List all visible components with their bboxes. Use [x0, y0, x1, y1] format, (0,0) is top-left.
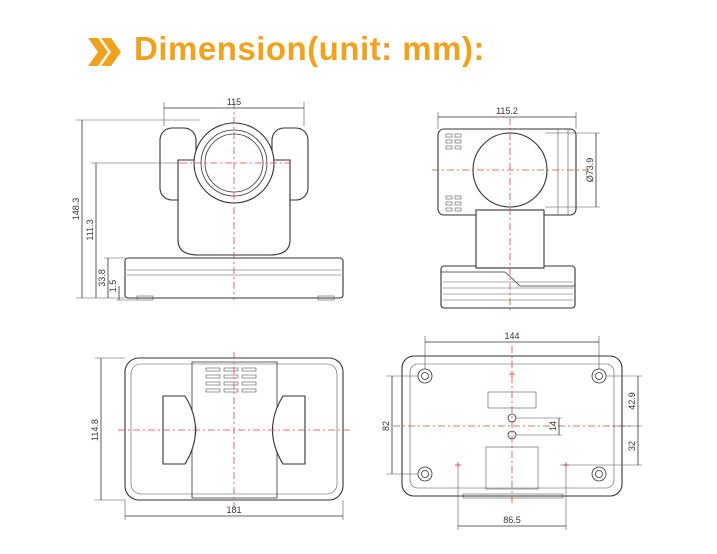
top-view: 181 114.8: [90, 352, 350, 520]
double-chevron-right-icon: [88, 38, 121, 66]
header: Dimension(unit: mm):: [88, 26, 688, 76]
bottom-center-gap-label: 14: [548, 421, 558, 431]
front-base-height-label: 33.8: [97, 269, 107, 287]
front-width-label: 115: [227, 97, 241, 107]
page-title: Dimension(unit: mm):: [134, 30, 485, 67]
bottom-view: 144 82 42.9 32 14 86.5: [381, 331, 642, 530]
bottom-hole-spacing-y-label: 82: [381, 421, 391, 431]
side-lens-diameter-label: Ø73.9: [585, 158, 595, 183]
top-width-label: 181: [226, 505, 241, 515]
side-view: 115.2 Ø73.9: [432, 106, 600, 310]
bottom-offset-lower-label: 32: [627, 441, 637, 451]
chevron-icon-part: [88, 38, 108, 66]
front-body-height-label: 111.3: [85, 219, 95, 240]
front-total-height-label: 148.3: [71, 198, 81, 221]
top-vent-icon: [205, 367, 257, 393]
bottom-hole-spacing-x-label: 144: [504, 331, 519, 341]
front-view: 115 148.3 111.3 33.8 1.5: [71, 97, 344, 301]
bottom-offset-upper-label: 42.9: [627, 392, 637, 410]
side-vent-icon: [445, 133, 462, 212]
top-depth-label: 114.8: [90, 419, 100, 441]
front-foot-label: 1.5: [108, 280, 118, 293]
bottom-tripod-spacing-label: 86.5: [503, 515, 521, 525]
side-width-label: 115.2: [496, 106, 518, 116]
chevron-icon-part: [101, 38, 121, 66]
